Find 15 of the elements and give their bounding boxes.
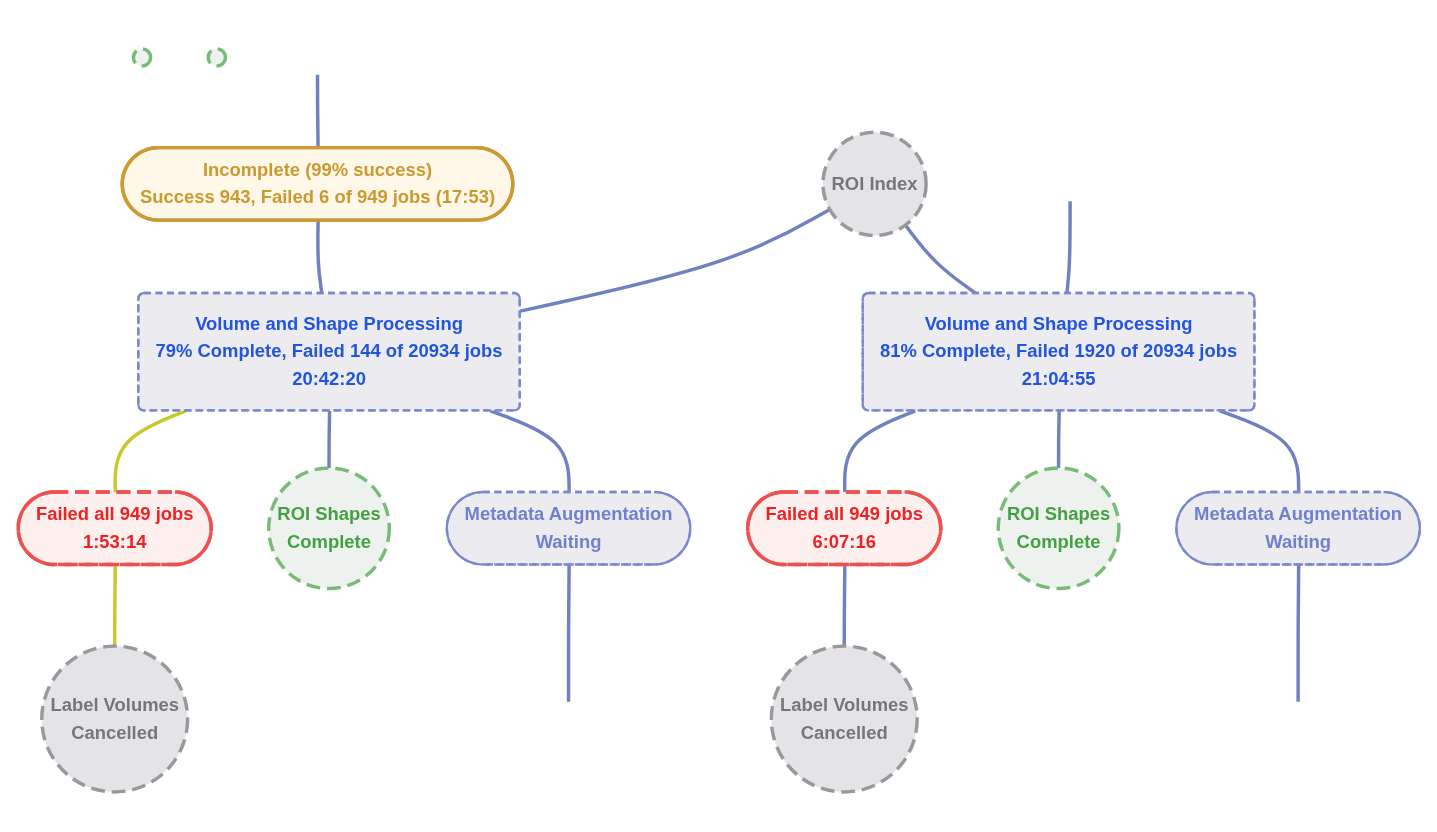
- node-circle: [820, 130, 928, 238]
- connector: [842, 565, 847, 647]
- connector: [326, 410, 331, 468]
- connector: [1056, 410, 1061, 468]
- connector: [519, 207, 831, 313]
- node-circle: [266, 466, 391, 591]
- connector: [112, 565, 117, 647]
- node-circle: [39, 644, 189, 794]
- node-circle: [769, 644, 919, 794]
- workflow-diagram: ROI Index Incomplete (99% success) Success 943, Failed 6 of 949 jobs (17:53) Volume and Shape Processing 79% Complete, Failed 144 of 20934 jobs 20:42:20 Failed all 949 jobs 1:53:14 Label Volumes Cancelled ROI Shapes Complete Metadata Augmentation Waiting Volume and Shape Processing 81% Complete, Failed 1920 of 20934 jobs 21:04:55 Failed all 949 jobs 6:07:16 Label Volumes Cancelled ROI Shapes Complete Metadata Augmentation Waiting: [8, 30, 1429, 802]
- node-circle: [996, 466, 1121, 591]
- connector: [1295, 565, 1300, 702]
- node-circle: [131, 47, 152, 68]
- connector: [566, 564, 571, 702]
- node-circle: [205, 47, 227, 68]
